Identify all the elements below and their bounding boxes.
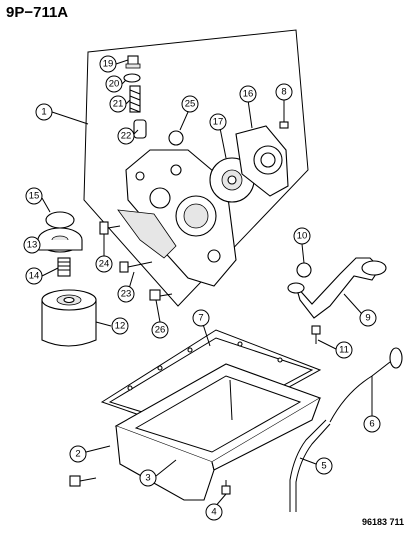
callout-11: 11 [335, 341, 353, 359]
dipstick-tube-outer [295, 423, 331, 512]
svg-text:15: 15 [29, 191, 40, 202]
svg-text:9: 9 [365, 313, 370, 324]
relief-valve-gasket [123, 73, 141, 83]
oil-pickup-tube [287, 257, 387, 319]
svg-text:11: 11 [339, 345, 349, 356]
svg-text:26: 26 [155, 325, 166, 336]
dipstick-tube [289, 419, 327, 512]
svg-text:12: 12 [115, 321, 126, 332]
callout-24: 24 [95, 255, 113, 273]
callout-14: 14 [25, 267, 43, 285]
oil-pan-bolt [221, 480, 231, 495]
svg-text:23: 23 [121, 289, 132, 300]
oil-pump-housing [117, 149, 237, 287]
callout-17: 17 [209, 113, 227, 131]
svg-text:2: 2 [75, 449, 80, 460]
drain-plug [69, 475, 97, 487]
callout-25: 25 [181, 95, 199, 113]
svg-text:13: 13 [27, 240, 38, 251]
svg-text:3: 3 [145, 473, 150, 484]
callout-16: 16 [239, 85, 257, 103]
relief-valve-cap [125, 55, 141, 69]
pump-mounting-bolt-short [99, 221, 121, 235]
svg-text:25: 25 [185, 99, 196, 110]
svg-text:6: 6 [369, 419, 374, 430]
pump-mounting-bolt-long [119, 261, 153, 273]
oil-pump-cover [235, 125, 289, 197]
callout-26: 26 [151, 321, 169, 339]
callout-20: 20 [105, 75, 123, 93]
callout-12: 12 [111, 317, 129, 335]
svg-text:16: 16 [243, 89, 254, 100]
svg-text:24: 24 [99, 259, 110, 270]
oil-filter-adapter [37, 227, 83, 253]
svg-text:21: 21 [113, 99, 124, 110]
pump-mounting-bolt [149, 289, 173, 301]
cover-bolt [279, 108, 289, 129]
oil-pump-assembly-frame [83, 29, 309, 307]
figure-reference: 96183 711 [361, 517, 404, 527]
callout-15: 15 [25, 187, 43, 205]
callout-4: 4 [205, 503, 223, 521]
svg-text:1: 1 [41, 107, 46, 118]
callout-21: 21 [109, 95, 127, 113]
callout-22: 22 [117, 127, 135, 145]
pickup-tube-bolt [311, 325, 321, 344]
callout-23: 23 [117, 285, 135, 303]
svg-text:8: 8 [281, 87, 286, 98]
dipstick-handle [389, 347, 403, 369]
oil-pan [114, 363, 322, 501]
diagram-code: 9P−711A [6, 4, 69, 21]
callout-19: 19 [99, 55, 117, 73]
svg-text:7: 7 [198, 313, 203, 324]
oil-filter-fitting [57, 257, 71, 277]
svg-text:4: 4 [211, 507, 216, 518]
callout-6: 6 [363, 415, 381, 433]
dipstick [329, 361, 391, 423]
callout-8: 8 [275, 83, 293, 101]
callout-3: 3 [139, 469, 157, 487]
svg-text:17: 17 [213, 117, 224, 128]
callout-7: 7 [192, 309, 210, 327]
relief-valve-spring [129, 85, 141, 113]
svg-text:10: 10 [297, 231, 308, 242]
relief-valve-plunger [133, 119, 147, 139]
callout-2: 2 [69, 445, 87, 463]
callout-13: 13 [23, 236, 41, 254]
callout-5: 5 [315, 457, 333, 475]
callout-1: 1 [35, 103, 53, 121]
oil-filter [41, 289, 97, 347]
o-ring [168, 130, 184, 146]
oil-filter-adapter-seal [45, 211, 75, 229]
svg-text:19: 19 [103, 59, 114, 70]
svg-text:20: 20 [109, 79, 120, 90]
callout-9: 9 [359, 309, 377, 327]
callout-10: 10 [293, 227, 311, 245]
svg-text:22: 22 [121, 131, 132, 142]
pickup-o-ring [296, 262, 312, 278]
svg-text:14: 14 [29, 271, 40, 282]
svg-text:5: 5 [321, 461, 326, 472]
